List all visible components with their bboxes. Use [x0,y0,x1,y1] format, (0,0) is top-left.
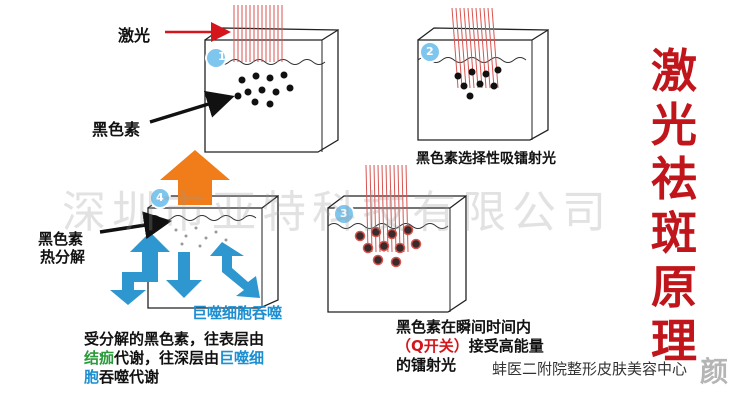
left-caption-line-1: 受分解的黑色素，往表层由 [84,330,265,348]
panel-3-melanin-dots [354,224,422,268]
step-3-number: 3 [340,207,348,220]
right-caption-line-2-rest: 接受高能量 [468,337,544,355]
left-caption-line-2: 结痂代谢，往深层由巨噬细 [84,349,264,368]
selective-absorb-label: 黑色素选择性吸镭射光 [416,151,556,167]
left-caption-line-2-rest: 代谢，往深层由 [114,349,220,367]
right-caption: 黑色素在瞬间时间内 （Q开关）接受高能量 的镭射光 [396,318,544,375]
panel-1-laser-beams [233,5,283,62]
panel-4-fragments [174,226,228,250]
footer-logo-mark: 颜 [700,355,729,388]
step-1-circle [205,47,227,69]
left-caption-scab: 结痂 [84,349,115,367]
step-4-circle [149,187,171,209]
panel-2-melanin-dots [454,66,502,100]
melanin-arrow [149,90,235,124]
panel-1-melanin-dots [234,71,294,108]
heat-decompose-label-2: 热分解 [40,248,86,266]
step-2-number: 2 [426,45,434,58]
macrophage-arrows [110,232,260,305]
right-caption-line-2: （Q开关）接受高能量 [396,337,544,356]
heat-decompose-label-1: 黑色素 [38,230,84,248]
step-2-circle [419,41,441,63]
right-caption-line-3: 的镭射光 [396,356,457,374]
title-char-1: 激 [651,44,697,98]
title-char-3: 祛 [651,152,697,206]
title-char-5: 原 [651,260,697,314]
right-caption-line-1: 黑色素在瞬间时间内 [396,318,532,336]
left-caption-macrophage-2: 胞 [84,368,100,386]
watermark-text: 深圳市亚特科技有限公司 [62,187,612,238]
left-caption: 受分解的黑色素，往表层由 结痂代谢，往深层由巨噬细 胞吞噬代谢 [84,330,264,387]
left-caption-line-3-rest: 吞噬代谢 [99,368,160,386]
vertical-title: 激 光 祛 斑 原 理 [648,44,700,368]
laser-label: 激光 [118,26,151,45]
step-1-number: 1 [218,50,226,63]
macrophage-label: 巨噬细胞吞噬 [192,304,283,322]
panel-1-skin-block [204,27,339,153]
title-char-2: 光 [651,98,697,152]
right-caption-qswitch: （Q开关） [396,337,469,355]
upward-arrow [160,150,230,205]
footer-text: 蚌医二附院整形皮肤美容中心 [492,360,688,378]
decompose-arrow [99,211,172,240]
title-char-4: 斑 [651,206,697,260]
left-caption-line-3: 胞吞噬代谢 [84,368,264,387]
step-4-number: 4 [156,191,164,204]
melanin-label: 黑色素 [92,120,141,139]
step-3-circle [333,203,355,225]
title-char-6: 理 [651,314,697,368]
panel-3-skin-block [327,194,467,313]
left-caption-macrophage-1: 巨噬细 [219,349,265,367]
